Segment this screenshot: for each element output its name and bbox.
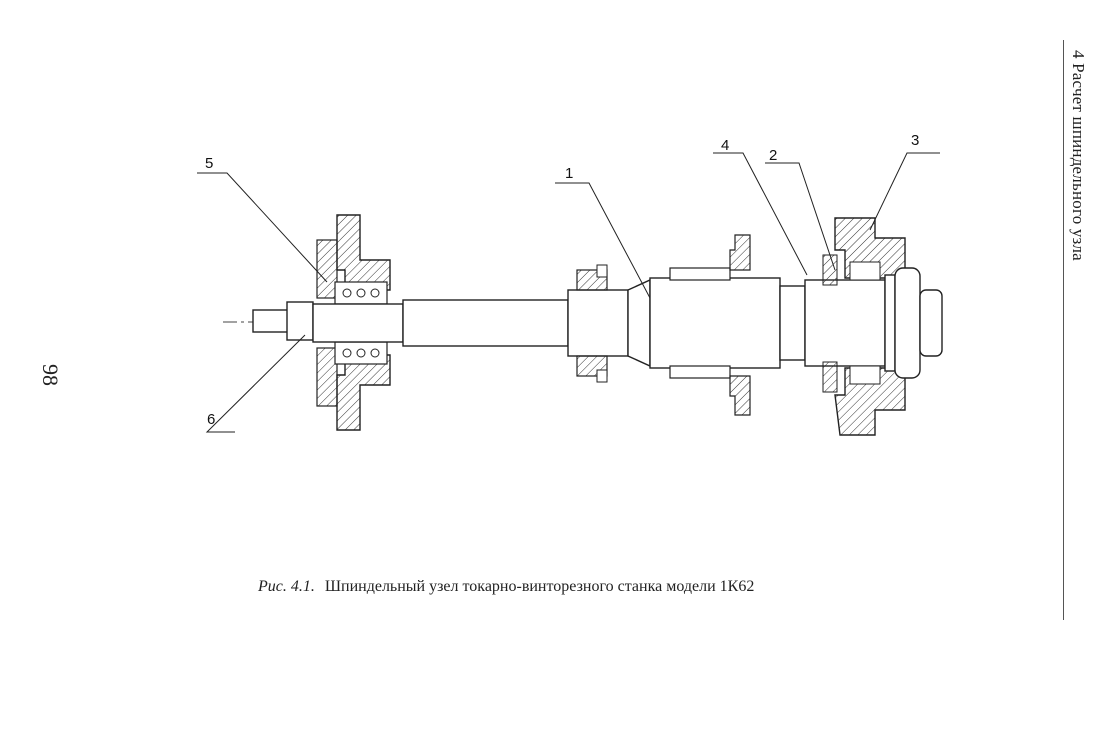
figure-caption: Рис. 4.1. Шпиндельный узел токарно-винтор… bbox=[258, 578, 898, 596]
right-chuck-flange bbox=[885, 268, 942, 378]
spindle-assembly-drawing: 1 2 3 4 5 6 bbox=[195, 130, 950, 440]
callout-3: 3 bbox=[911, 132, 919, 149]
callout-4: 4 bbox=[721, 137, 729, 154]
callout-2: 2 bbox=[769, 147, 777, 164]
running-header: 4 Расчет шпиндельного узла bbox=[1066, 50, 1088, 290]
header-rule bbox=[1063, 40, 1064, 620]
figure-caption-text: Шпиндельный узел токарно-винторезного ст… bbox=[325, 578, 754, 595]
figure-label: Рис. 4.1. bbox=[258, 578, 315, 595]
callout-1: 1 bbox=[565, 165, 573, 182]
page-number: 98 bbox=[33, 355, 63, 395]
callout-6: 6 bbox=[207, 411, 215, 428]
main-spindle-shaft bbox=[313, 278, 885, 368]
callout-5: 5 bbox=[205, 155, 213, 172]
